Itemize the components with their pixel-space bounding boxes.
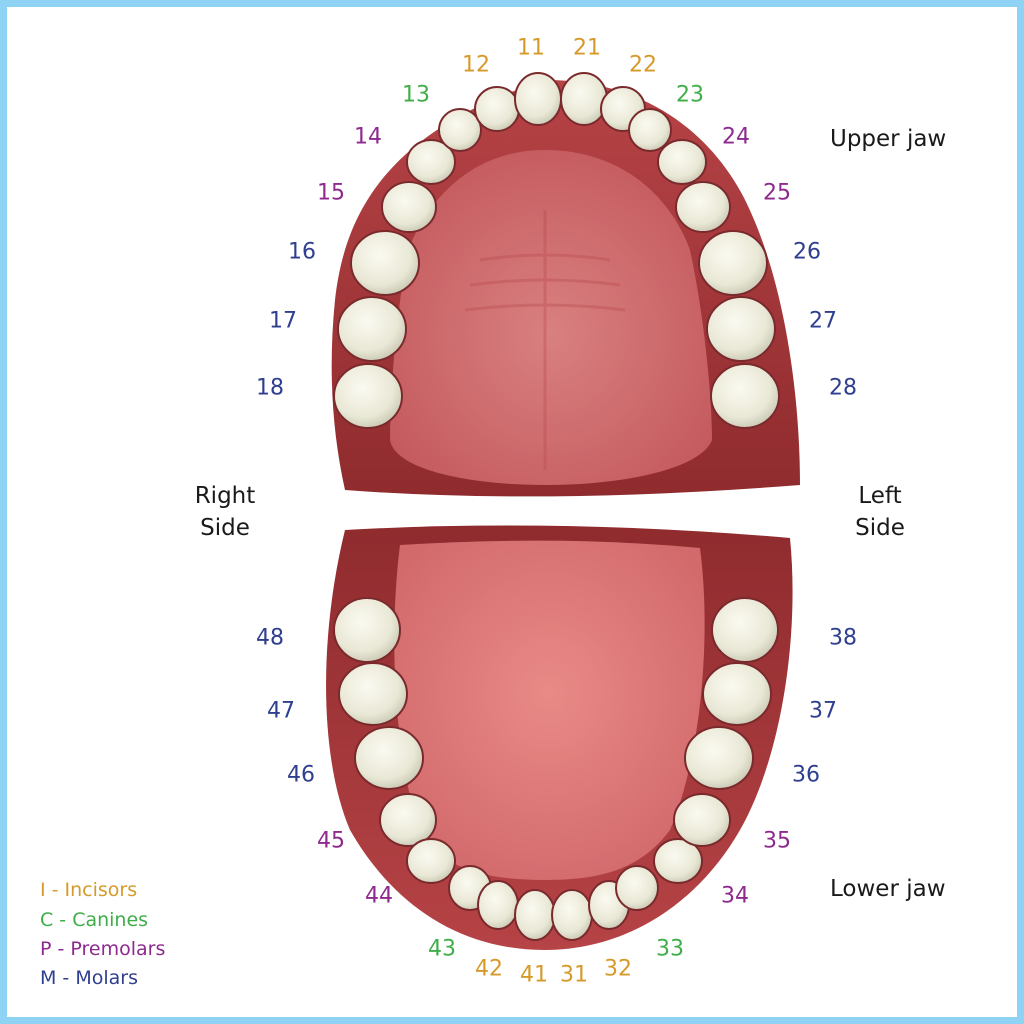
lower-tooth-number-35: 35: [763, 829, 791, 854]
lower-tooth-47: [338, 662, 408, 726]
legend-canines: C - Canines: [40, 909, 149, 931]
upper-tooth-12: [474, 86, 520, 132]
lower-jaw-label: Lower jaw: [830, 876, 946, 902]
upper-tooth-13: [438, 108, 482, 152]
upper-tooth-number-12: 12: [462, 53, 490, 78]
upper-tooth-number-23: 23: [676, 83, 704, 108]
upper-tooth-25: [675, 181, 731, 233]
upper-tooth-11: [514, 72, 562, 126]
left-side-label-line2: Side: [855, 515, 905, 541]
lower-tooth-41: [514, 889, 556, 941]
lower-tooth-number-36: 36: [792, 763, 820, 788]
lower-teeth: [333, 597, 779, 941]
upper-tooth-number-13: 13: [402, 83, 430, 108]
upper-tooth-21: [560, 72, 608, 126]
lower-tooth-48: [333, 597, 401, 663]
lower-tooth-number-47: 47: [267, 699, 295, 724]
lower-tooth-number-34: 34: [721, 884, 749, 909]
upper-tooth-number-26: 26: [793, 240, 821, 265]
upper-tooth-number-14: 14: [354, 125, 382, 150]
lower-tooth-number-42: 42: [475, 957, 503, 982]
palate-rugae: [464, 210, 626, 470]
tongue: [394, 540, 705, 880]
upper-tooth-number-22: 22: [629, 53, 657, 78]
lower-tooth-number-43: 43: [428, 937, 456, 962]
lower-tooth-number-37: 37: [809, 699, 837, 724]
lower-tooth-number-41: 41: [520, 963, 548, 988]
upper-tooth-24: [657, 139, 707, 185]
lower-tooth-35: [673, 793, 731, 847]
upper-jaw-label: Upper jaw: [830, 126, 946, 152]
upper-tooth-16: [350, 230, 420, 296]
lower-tooth-number-44: 44: [365, 884, 393, 909]
lower-tooth-37: [702, 662, 772, 726]
lower-tooth-number-32: 32: [604, 957, 632, 982]
upper-tooth-26: [698, 230, 768, 296]
lower-tooth-46: [354, 726, 424, 790]
lower-tooth-31: [551, 889, 593, 941]
lower-tooth-number-48: 48: [256, 626, 284, 651]
upper-tooth-number-28: 28: [829, 376, 857, 401]
upper-tooth-14: [406, 139, 456, 185]
upper-tooth-18: [333, 363, 403, 429]
upper-tooth-17: [337, 296, 407, 362]
upper-teeth: [333, 72, 780, 429]
legend-molars: M - Molars: [40, 967, 138, 989]
upper-tooth-23: [628, 108, 672, 152]
lower-tooth-33: [615, 865, 659, 911]
left-side-label-line1: Left: [858, 483, 901, 509]
lower-tooth-42: [477, 880, 519, 930]
right-side-label-line1: Right: [195, 483, 256, 509]
upper-tooth-numbers: 18 17 16 15 14 13 12 11 21 22 23 24 25 26 27 28: [256, 36, 857, 401]
lower-tooth-numbers: 48 47 46 45 44 43 42 41 31 32 33 34 35 36 37 38: [256, 626, 857, 988]
upper-palate: [390, 150, 712, 485]
upper-tooth-number-18: 18: [256, 376, 284, 401]
upper-tooth-number-25: 25: [763, 181, 791, 206]
upper-tooth-number-24: 24: [722, 125, 750, 150]
right-side-label-line2: Side: [200, 515, 250, 541]
upper-tooth-number-27: 27: [809, 309, 837, 334]
upper-tooth-number-11: 11: [517, 36, 545, 61]
lower-tooth-36: [684, 726, 754, 790]
upper-tooth-number-16: 16: [288, 240, 316, 265]
lower-tooth-45: [379, 793, 437, 847]
lower-tooth-number-31: 31: [560, 963, 588, 988]
upper-tooth-15: [381, 181, 437, 233]
lower-tooth-number-46: 46: [287, 763, 315, 788]
lower-tooth-number-38: 38: [829, 626, 857, 651]
legend-premolars: P - Premolars: [40, 938, 166, 960]
lower-tooth-44: [406, 838, 456, 884]
upper-tooth-number-15: 15: [317, 181, 345, 206]
lower-tooth-number-45: 45: [317, 829, 345, 854]
upper-tooth-28: [710, 363, 780, 429]
upper-tooth-27: [706, 296, 776, 362]
lower-tooth-number-33: 33: [656, 937, 684, 962]
lower-tooth-38: [711, 597, 779, 663]
legend-incisors: I - Incisors: [40, 879, 138, 901]
upper-tooth-number-17: 17: [269, 309, 297, 334]
lower-tooth-34: [653, 838, 703, 884]
upper-tooth-number-21: 21: [573, 36, 601, 61]
